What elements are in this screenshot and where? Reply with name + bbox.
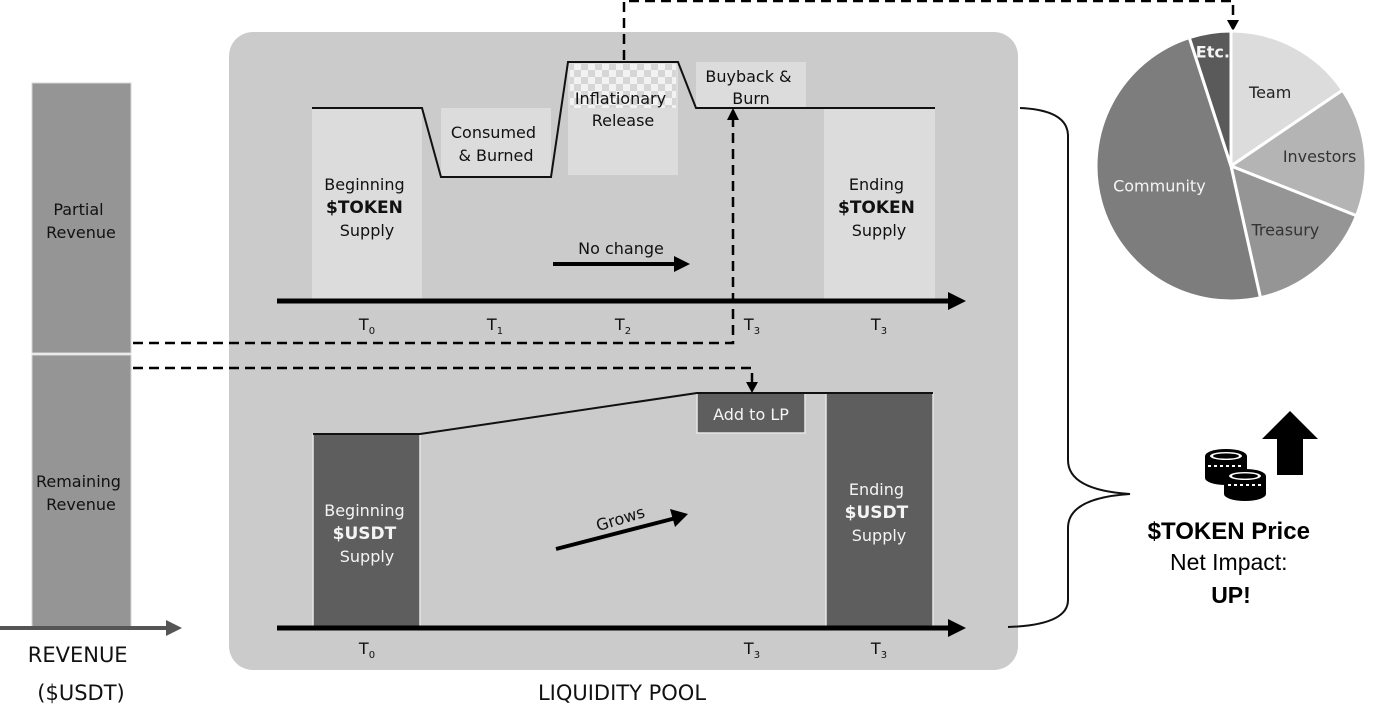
pie-label-etc: Etc. xyxy=(1196,42,1230,61)
revenue-axis-arrowhead xyxy=(166,620,182,636)
price-impact-result: UP! xyxy=(1211,582,1251,608)
price-impact-text: $TOKEN Price Net Impact: UP! xyxy=(1148,518,1315,608)
pie-label-treasury: Treasury xyxy=(1250,221,1319,240)
usdt-tick-t0: T0 xyxy=(358,639,375,661)
distribution-arrowhead xyxy=(1227,20,1239,31)
flow-connectors xyxy=(133,0,1235,382)
token-tick-t3b: T3 xyxy=(870,315,887,337)
grows-arrow xyxy=(555,516,677,551)
beginning-token-supply-label: Beginning $TOKEN Supply xyxy=(324,175,410,240)
buyback-burn-box xyxy=(696,62,806,108)
inflation-to-distribution-connector xyxy=(622,0,1235,60)
pie-slice-team xyxy=(1229,29,1345,169)
token-time-axis-arrowhead xyxy=(948,292,966,310)
partial-revenue-to-buyback-connector xyxy=(133,120,735,345)
revenue-column: Partial Revenue Remaining Revenue REVENU… xyxy=(0,82,182,705)
add-to-lp-box xyxy=(696,392,806,434)
buyback-arrowhead xyxy=(727,108,739,120)
pie-slice-investors xyxy=(1227,88,1368,218)
summary-brace xyxy=(1007,107,1131,628)
token-tick-t2: T2 xyxy=(614,315,631,337)
grows-arrowhead xyxy=(670,509,688,527)
liquidity-pool-caption: LIQUIDITY POOL xyxy=(538,681,706,705)
consumed-burned-label: Consumed & Burned xyxy=(451,123,541,165)
ending-token-supply-bar xyxy=(824,108,935,301)
token-tick-t0: T0 xyxy=(358,315,375,337)
pie-slice-treasury xyxy=(1228,163,1359,300)
usdt-supply-line xyxy=(313,392,933,435)
no-change-label: No change xyxy=(578,239,664,258)
no-change-arrowhead xyxy=(674,256,690,272)
usdt-tick-t3a: T3 xyxy=(743,639,760,661)
up-arrow-icon xyxy=(1262,411,1318,475)
pie-slice-community xyxy=(1094,35,1263,303)
token-supply-panel: Beginning $TOKEN Supply Consumed & Burne… xyxy=(277,61,966,337)
revenue-caption: REVENUE ($USDT) xyxy=(28,643,135,705)
add-to-lp-label: Add to LP xyxy=(713,405,789,424)
token-tick-t3a: T3 xyxy=(743,315,760,337)
pie-label-community: Community xyxy=(1113,177,1206,196)
inflationary-release-checker xyxy=(570,64,676,108)
pie-slice-etc xyxy=(1187,29,1233,167)
price-impact-subtitle: Net Impact: xyxy=(1170,549,1288,575)
remaining-revenue-label: Remaining Revenue xyxy=(36,472,126,514)
usdt-supply-panel: Beginning $USDT Supply Add to LP Ending … xyxy=(277,392,966,661)
usdt-tick-t3b: T3 xyxy=(870,639,887,661)
token-supply-line xyxy=(312,61,935,178)
beginning-token-supply-bar xyxy=(312,108,422,301)
beginning-usdt-supply-bar xyxy=(312,433,421,629)
consumed-burned-box xyxy=(441,108,551,177)
add-to-lp-arrowhead xyxy=(746,382,758,393)
pie-label-team: Team xyxy=(1248,83,1291,102)
partial-revenue-bar xyxy=(31,82,132,354)
coins-icon xyxy=(1205,449,1266,501)
partial-revenue-label: Partial Revenue xyxy=(46,200,116,242)
usdt-time-axis-arrowhead xyxy=(948,619,966,637)
inflationary-release-label: Inflationary Release xyxy=(575,89,671,130)
beginning-usdt-supply-label: Beginning $USDT Supply xyxy=(324,501,410,566)
token-tick-t1: T1 xyxy=(486,315,503,337)
remaining-revenue-bar xyxy=(31,354,132,629)
pie-label-investors: Investors xyxy=(1283,147,1356,166)
liquidity-pool-box xyxy=(229,32,1018,670)
price-impact-title: $TOKEN Price xyxy=(1148,518,1310,545)
remaining-revenue-to-lp-connector xyxy=(133,366,754,382)
buyback-burn-label: Buyback & Burn xyxy=(705,67,796,108)
ending-token-supply-label: Ending $TOKEN Supply xyxy=(838,175,920,240)
ending-usdt-supply-label: Ending $USDT Supply xyxy=(845,480,914,545)
